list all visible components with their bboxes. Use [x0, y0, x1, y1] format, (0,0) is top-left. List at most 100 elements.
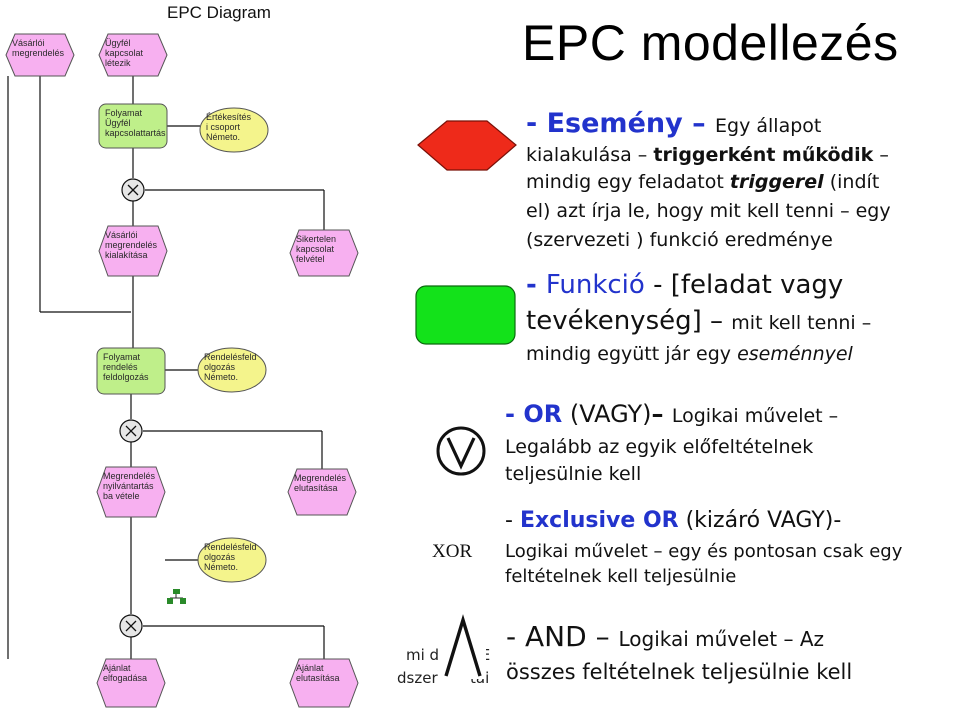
event-5-label-line-2: nyilvántartás [103, 481, 154, 491]
and-desc-line-1: - AND – Logikai művelet – Az [506, 620, 824, 653]
event-1-label-line-1: Vásárlói [12, 38, 45, 48]
or-keyword: OR [523, 400, 563, 428]
or-dash: - [505, 400, 524, 428]
function-symbol-rect [415, 285, 516, 345]
event-4-label-line-3: felvétel [296, 254, 325, 264]
function-desc-line-3: mindig együtt jár egy eseménnyel [526, 343, 853, 365]
xor-symbol: XOR [432, 541, 472, 562]
event-symbol-hexagon [417, 120, 517, 171]
event-desc-line-1: - Esemény – Egy állapot [526, 108, 821, 139]
event-3-event-shape [98, 225, 168, 277]
func-1-function-shape [98, 103, 168, 149]
event-dash: - [526, 108, 547, 139]
org-2-label-line-3: Németo. [204, 372, 238, 382]
event-2-event-shape [98, 33, 168, 77]
connector-x-mark [125, 620, 137, 632]
xor-desc-line-2: Logikai művelet – egy és pontosan csak e… [505, 541, 903, 562]
event-text-3b: triggerel [729, 171, 824, 193]
connector-x-mark [125, 425, 137, 437]
org-1-label-line-3: Németo. [206, 132, 240, 142]
or-text-1b: – [651, 400, 672, 428]
event-text-3c: (indít [823, 171, 880, 193]
event-text-3: mindig egy feladatot [526, 171, 730, 193]
org-2-label-line-1: Rendelésfeld [204, 352, 257, 362]
org-3-label-line-3: Németo. [204, 562, 238, 572]
xor-dash: - [505, 508, 520, 533]
event-6-label-line-1: Megrendelés [294, 473, 347, 483]
or-desc-line-3: teljesülnie kell [505, 463, 642, 485]
event-keyword: Esemény [546, 108, 683, 139]
org-3-org-shape [197, 537, 267, 583]
or-text-1c: Logikai művelet – [671, 405, 839, 427]
event-text-2c: – [873, 144, 889, 166]
event-3-label-line-2: megrendelés [105, 240, 158, 250]
event-7-event-shape [96, 658, 166, 708]
event-7-label-line-1: Ajánlat [103, 663, 131, 673]
event-desc-line-3: mindig egy feladatot triggerel (indít [526, 171, 879, 193]
event-2-label-line-1: Ügyfél [105, 38, 131, 48]
event-3-label-line-3: kialakítása [105, 250, 148, 260]
event-4-label-line-1: Sikertelen [296, 234, 336, 244]
event-6-label-line-2: elutasítása [294, 483, 338, 493]
event-8-label-line-2: elutasítása [296, 673, 340, 683]
org-3-label-line-2: olgozás [204, 552, 236, 562]
event-1-event-shape [5, 33, 75, 77]
xor-keyword: Exclusive OR [519, 508, 679, 533]
diagram-edges [7, 76, 325, 659]
event-6-event-shape [287, 468, 357, 516]
slide-title: EPC modellezés [522, 15, 899, 71]
func-1-label-line-2: Ügyfél [105, 118, 131, 128]
org-2-org-shape [197, 347, 267, 393]
org-1-label-line-1: Értékesítés [206, 112, 252, 122]
org-1-label-line-2: i csoport [206, 122, 241, 132]
function-text-2: tevékenység] – [526, 306, 732, 336]
or-symbol [436, 426, 486, 476]
and-desc-line-2: összes feltételnek teljesülnie kell [506, 660, 853, 684]
func-2-label-line-2: rendelés [103, 362, 138, 372]
event-5-label-line-1: Megrendelés [103, 471, 156, 481]
event-7-label-line-2: elfogadása [103, 673, 147, 683]
event-text-1: Egy állapot [715, 115, 822, 137]
event-8-event-shape [289, 658, 359, 708]
or-desc-line-2: Legalább az egyik előfeltételnek [505, 436, 814, 458]
func-1-label-line-3: kapcsolattartás [105, 128, 166, 138]
diagram-nodes: VásárlóimegrendelésÜgyfélkapcsolatlétezi… [5, 33, 359, 708]
event-text-2b: triggerként működik [653, 144, 874, 166]
func-2-label-line-1: Folyamat [103, 352, 141, 362]
event-4-event-shape [289, 229, 359, 277]
event-1-label-line-2: megrendelés [12, 48, 65, 58]
org-2-label-line-2: olgozás [204, 362, 236, 372]
event-4-label-line-2: kapcsolat [296, 244, 335, 254]
or-text-1: (VAGY) [562, 400, 652, 428]
func-2-label-line-3: feldolgozás [103, 372, 149, 382]
and-symbol [440, 614, 486, 679]
and-text-1b: Logikai művelet – Az [618, 627, 825, 651]
function-text-1: - [feladat vagy [644, 270, 844, 300]
event-3-label-line-1: Vásárlói [105, 230, 138, 240]
connector-x-mark [127, 184, 139, 196]
event-5-label-line-3: ba vétele [103, 491, 140, 501]
xor-desc-line-1: - Exclusive OR (kizáró VAGY)- [505, 508, 841, 533]
org-chart-icon [167, 589, 186, 604]
function-desc-line-2: tevékenység] – mit kell tenni – [526, 306, 871, 336]
event-sep: – [682, 108, 716, 139]
function-text-2b: mit kell tenni – [731, 312, 872, 334]
function-text-3: mindig együtt jár egy [526, 343, 738, 365]
func-1-label-line-1: Folyamat [105, 108, 143, 118]
function-desc-line-1: - Funkció - [feladat vagy [526, 270, 843, 300]
function-keyword: Funkció [545, 270, 645, 300]
event-desc-line-5: (szervezeti ) funkció eredménye [526, 229, 833, 251]
xor-text-1: (kizáró VAGY)- [678, 508, 842, 533]
function-text-3b: eseménnyel [737, 343, 853, 365]
truncated-text-1a: mi do [406, 646, 448, 664]
func-2-function-shape [96, 347, 166, 395]
event-2-label-line-2: kapcsolat [105, 48, 144, 58]
event-desc-line-2: kialakulása – triggerként működik – [526, 144, 889, 166]
xor-desc-line-3: feltételnek kell teljesülnie [505, 566, 737, 587]
diagram-title: EPC Diagram [167, 3, 271, 22]
truncated-text-2a: dszer [397, 669, 438, 687]
event-8-label-line-1: Ajánlat [296, 663, 324, 673]
event-text-2: kialakulása – [526, 144, 654, 166]
and-text-1: - AND – [506, 620, 619, 653]
